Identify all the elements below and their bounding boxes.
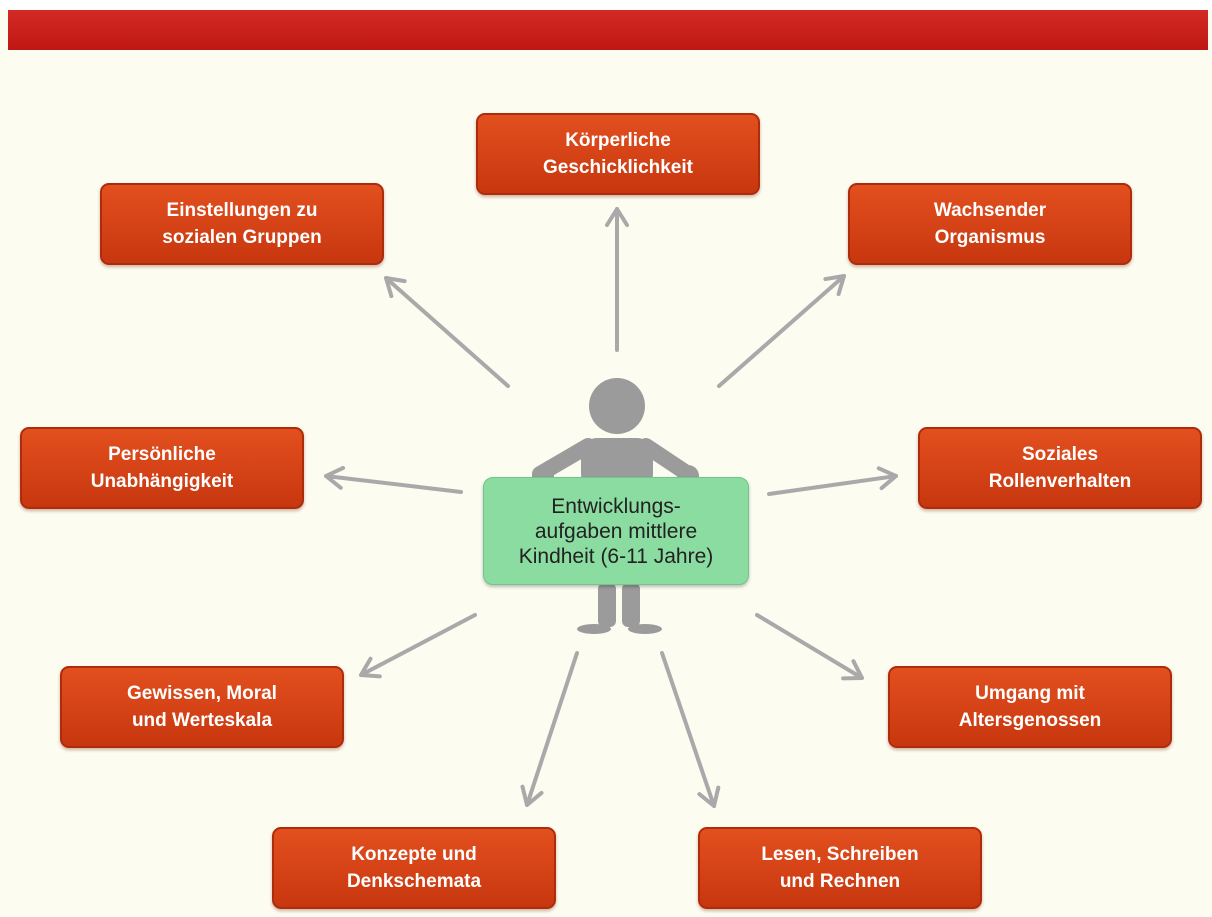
arrow-wachsender-organismus bbox=[717, 274, 846, 388]
task-lesen-schreiben-rechnen: Lesen, Schreiben und Rechnen bbox=[698, 827, 982, 909]
task-wachsender-organismus: Wachsender Organismus bbox=[848, 183, 1132, 265]
task-persoenliche-unabhaengigkeit: Persönliche Unabhängigkeit bbox=[20, 427, 304, 509]
task-konzepte-und-denkschemata: Konzepte und Denkschemata bbox=[272, 827, 556, 909]
arrow-einstellungen-soziale-gruppen bbox=[384, 276, 510, 388]
top-margin bbox=[0, 0, 1212, 10]
task-soziales-rollenverhalten: Soziales Rollenverhalten bbox=[918, 427, 1202, 509]
task-koerperliche-geschicklichkeit: Körperliche Geschicklichkeit bbox=[476, 113, 760, 195]
task-gewissen-moral-werteskala: Gewissen, Moral und Werteskala bbox=[60, 666, 344, 748]
task-einstellungen-soziale-gruppen: Einstellungen zu sozialen Gruppen bbox=[100, 183, 384, 265]
arrow-lesen-schreiben-rechnen bbox=[660, 651, 721, 808]
header-bar bbox=[8, 10, 1208, 50]
task-umgang-mit-altersgenossen: Umgang mit Altersgenossen bbox=[888, 666, 1172, 748]
arrow-konzepte-und-denkschemata bbox=[520, 651, 579, 807]
center-box: Entwicklungs- aufgaben mittlere Kindheit… bbox=[483, 477, 749, 585]
arrows bbox=[324, 207, 898, 808]
arrow-soziales-rollenverhalten bbox=[767, 466, 898, 496]
arrow-gewissen-moral-werteskala bbox=[359, 613, 477, 679]
arrow-persoenliche-unabhaengigkeit bbox=[324, 465, 463, 494]
arrow-umgang-mit-altersgenossen bbox=[755, 613, 864, 681]
